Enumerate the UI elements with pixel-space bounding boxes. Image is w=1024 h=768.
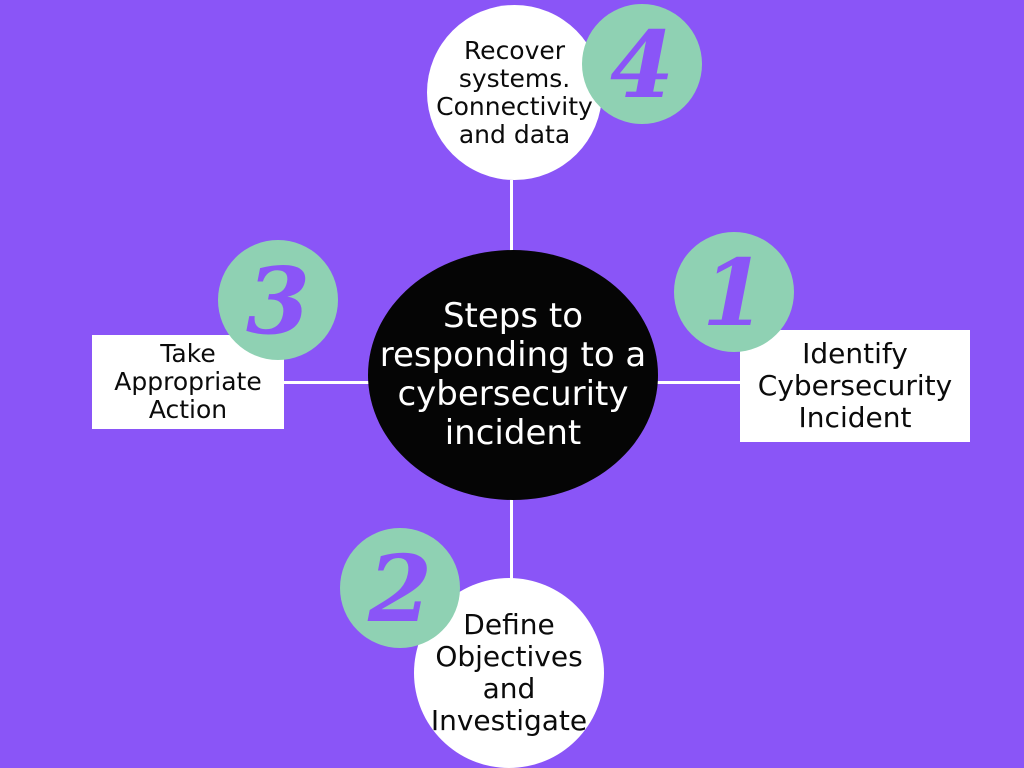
step-2-badge: 2 (340, 528, 460, 648)
connector-step-1 (656, 381, 742, 384)
svg-text:1: 1 (702, 239, 766, 347)
step-1-badge: 1 (674, 232, 794, 352)
step-2-numeral: 2 (367, 535, 432, 643)
step-3-numeral: 3 (246, 247, 310, 355)
step-2-label: Define Objectives and Investigate (430, 608, 588, 737)
step-4-badge-circle (582, 4, 702, 124)
center-node: Steps to responding to a cybersecurity i… (368, 250, 658, 500)
step-1-badge-circle (674, 232, 794, 352)
center-label: Steps to responding to a cybersecurity i… (379, 296, 647, 453)
step-1-label: Identify Cybersecurity Incident (757, 337, 953, 434)
svg-text:4: 4 (610, 11, 674, 119)
step-3-label: Take Appropriate Action (114, 339, 262, 424)
step-4-badge: 4 (582, 4, 702, 124)
step-4-node: Recover systems. Connectivity and data (427, 5, 602, 180)
step-3-badge-circle (218, 240, 338, 360)
step-4-label: Recover systems. Connectivity and data (436, 35, 593, 149)
svg-text:2: 2 (367, 535, 432, 643)
connector-step-3 (284, 381, 370, 384)
step-2-badge-circle (340, 528, 460, 648)
connector-step-4 (510, 180, 513, 252)
connector-step-2 (510, 498, 513, 580)
step-3-badge: 3 (218, 240, 338, 360)
step-1-numeral: 1 (702, 239, 766, 347)
step-1-node: Identify Cybersecurity Incident (740, 330, 970, 442)
step-4-numeral: 4 (610, 11, 674, 119)
svg-text:3: 3 (246, 247, 310, 355)
